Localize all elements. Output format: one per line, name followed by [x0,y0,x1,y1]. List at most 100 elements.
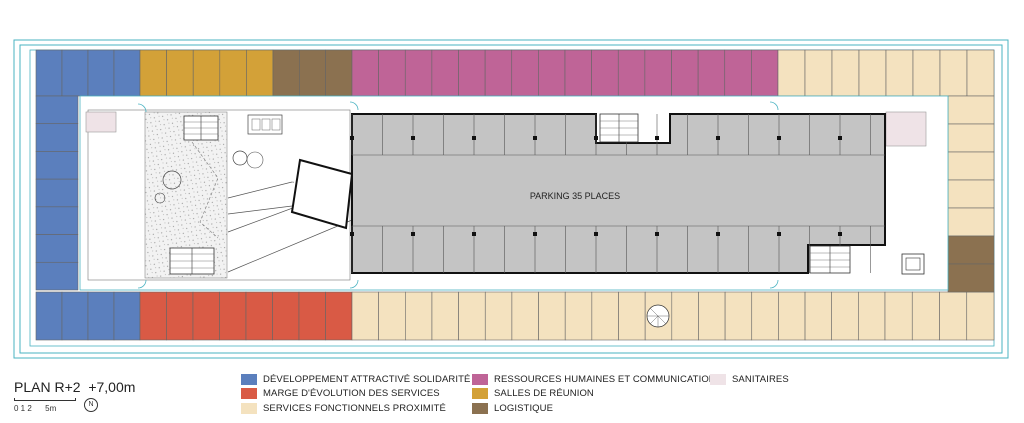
sofa-icon [247,114,283,135]
office-room [272,291,300,341]
office-room [113,291,141,341]
door-icon [137,103,147,113]
office-room [299,49,326,97]
top-office-row [35,49,995,97]
office-room [804,291,832,341]
door-icon [349,101,359,111]
office-room [966,291,995,341]
office-room [192,291,220,341]
plant-icon [246,151,264,169]
ramp-line [227,181,293,199]
office-room [912,49,941,97]
office-room [564,49,592,97]
structural-column [411,232,415,236]
office-room [911,291,940,341]
office-room [35,234,79,263]
office-room [404,49,433,97]
office-room [511,291,539,341]
legend-swatch [241,373,257,385]
legend-label: DÉVELOPPEMENT ATTRACTIVÉ SOLIDARITÉ [263,373,471,385]
structural-column [411,136,415,140]
stair-icon [169,247,215,275]
structural-column [350,136,354,140]
legend-item-rh: RESSOURCES HUMAINES ET COMMUNICATION [472,373,716,385]
office-room [219,49,247,97]
door-icon [769,279,779,289]
office-room [751,49,779,97]
structural-column [838,232,842,236]
office-room [644,49,672,97]
office-room [966,49,995,97]
office-room [458,291,486,341]
plan-name: PLAN R+2 [14,379,81,395]
office-room [325,291,353,341]
office-room [564,291,593,341]
office-room [831,291,859,341]
sanitaires-left [85,111,117,133]
structural-column [533,136,537,140]
office-room [246,49,274,97]
office-room [35,49,63,97]
office-room [351,49,379,97]
office-room [166,49,194,97]
site-outline [13,39,1009,359]
stair-core-parking [809,245,851,274]
office-room [947,179,995,209]
structural-column [838,136,842,140]
door-icon [349,279,359,289]
office-room [697,49,726,97]
office-room [35,291,63,341]
office-room [325,49,353,97]
office-room [484,49,513,97]
office-room [591,49,619,97]
lift-icon [901,253,925,275]
floor-plan: PARKING 35 PLACES [13,39,1009,359]
scale-bar: 0 1 2 5m [14,398,94,418]
office-room [947,235,995,265]
legend-swatch [472,402,488,414]
structural-column [716,136,720,140]
plan-level: +7,00m [88,379,136,395]
office-room [272,49,300,97]
sofa-seat [261,118,271,131]
structural-column [350,232,354,236]
patio-path [191,141,219,239]
legend-item-logistique: LOGISTIQUE [472,402,553,414]
office-room [113,49,141,97]
legend-label: SANITAIRES [732,373,789,385]
legend-swatch [472,387,488,399]
office-room [351,291,379,341]
office-room [947,207,995,237]
office-room [484,291,513,341]
office-room [947,263,995,293]
structural-column [594,136,598,140]
structural-column [716,232,720,236]
legend-swatch [241,387,257,399]
office-room [831,49,860,97]
office-room [698,291,726,341]
door-icon [137,279,147,289]
spiral-stair-icon [646,304,670,328]
office-room [35,123,79,152]
office-room [939,49,968,97]
legend-label: SALLES DE RÉUNION [494,387,594,399]
ramp-line [227,205,293,215]
office-room [538,49,566,97]
north-arrow-icon: N [84,398,98,412]
office-room [404,291,433,341]
legend-item-sanitaires: SANITAIRES [710,373,789,385]
sofa-seat [271,118,281,131]
facade-outline-outer [19,44,1003,354]
legend-item-dev: DÉVELOPPEMENT ATTRACTIVÉ SOLIDARITÉ [241,373,470,385]
sanitaires-right [885,111,927,147]
parking-stalls [350,114,885,273]
structural-column [472,136,476,140]
office-room [858,49,887,97]
office-room [458,49,486,97]
legend-item-services: SERVICES FONCTIONNELS PROXIMITÉ [241,402,446,414]
legend-label: MARGE D'ÉVOLUTION DES SERVICES [263,387,440,399]
scale-labels: 0 1 2 5m [14,404,57,413]
office-room [804,49,833,97]
stair-icon [183,115,219,141]
bottom-office-row [35,291,995,341]
